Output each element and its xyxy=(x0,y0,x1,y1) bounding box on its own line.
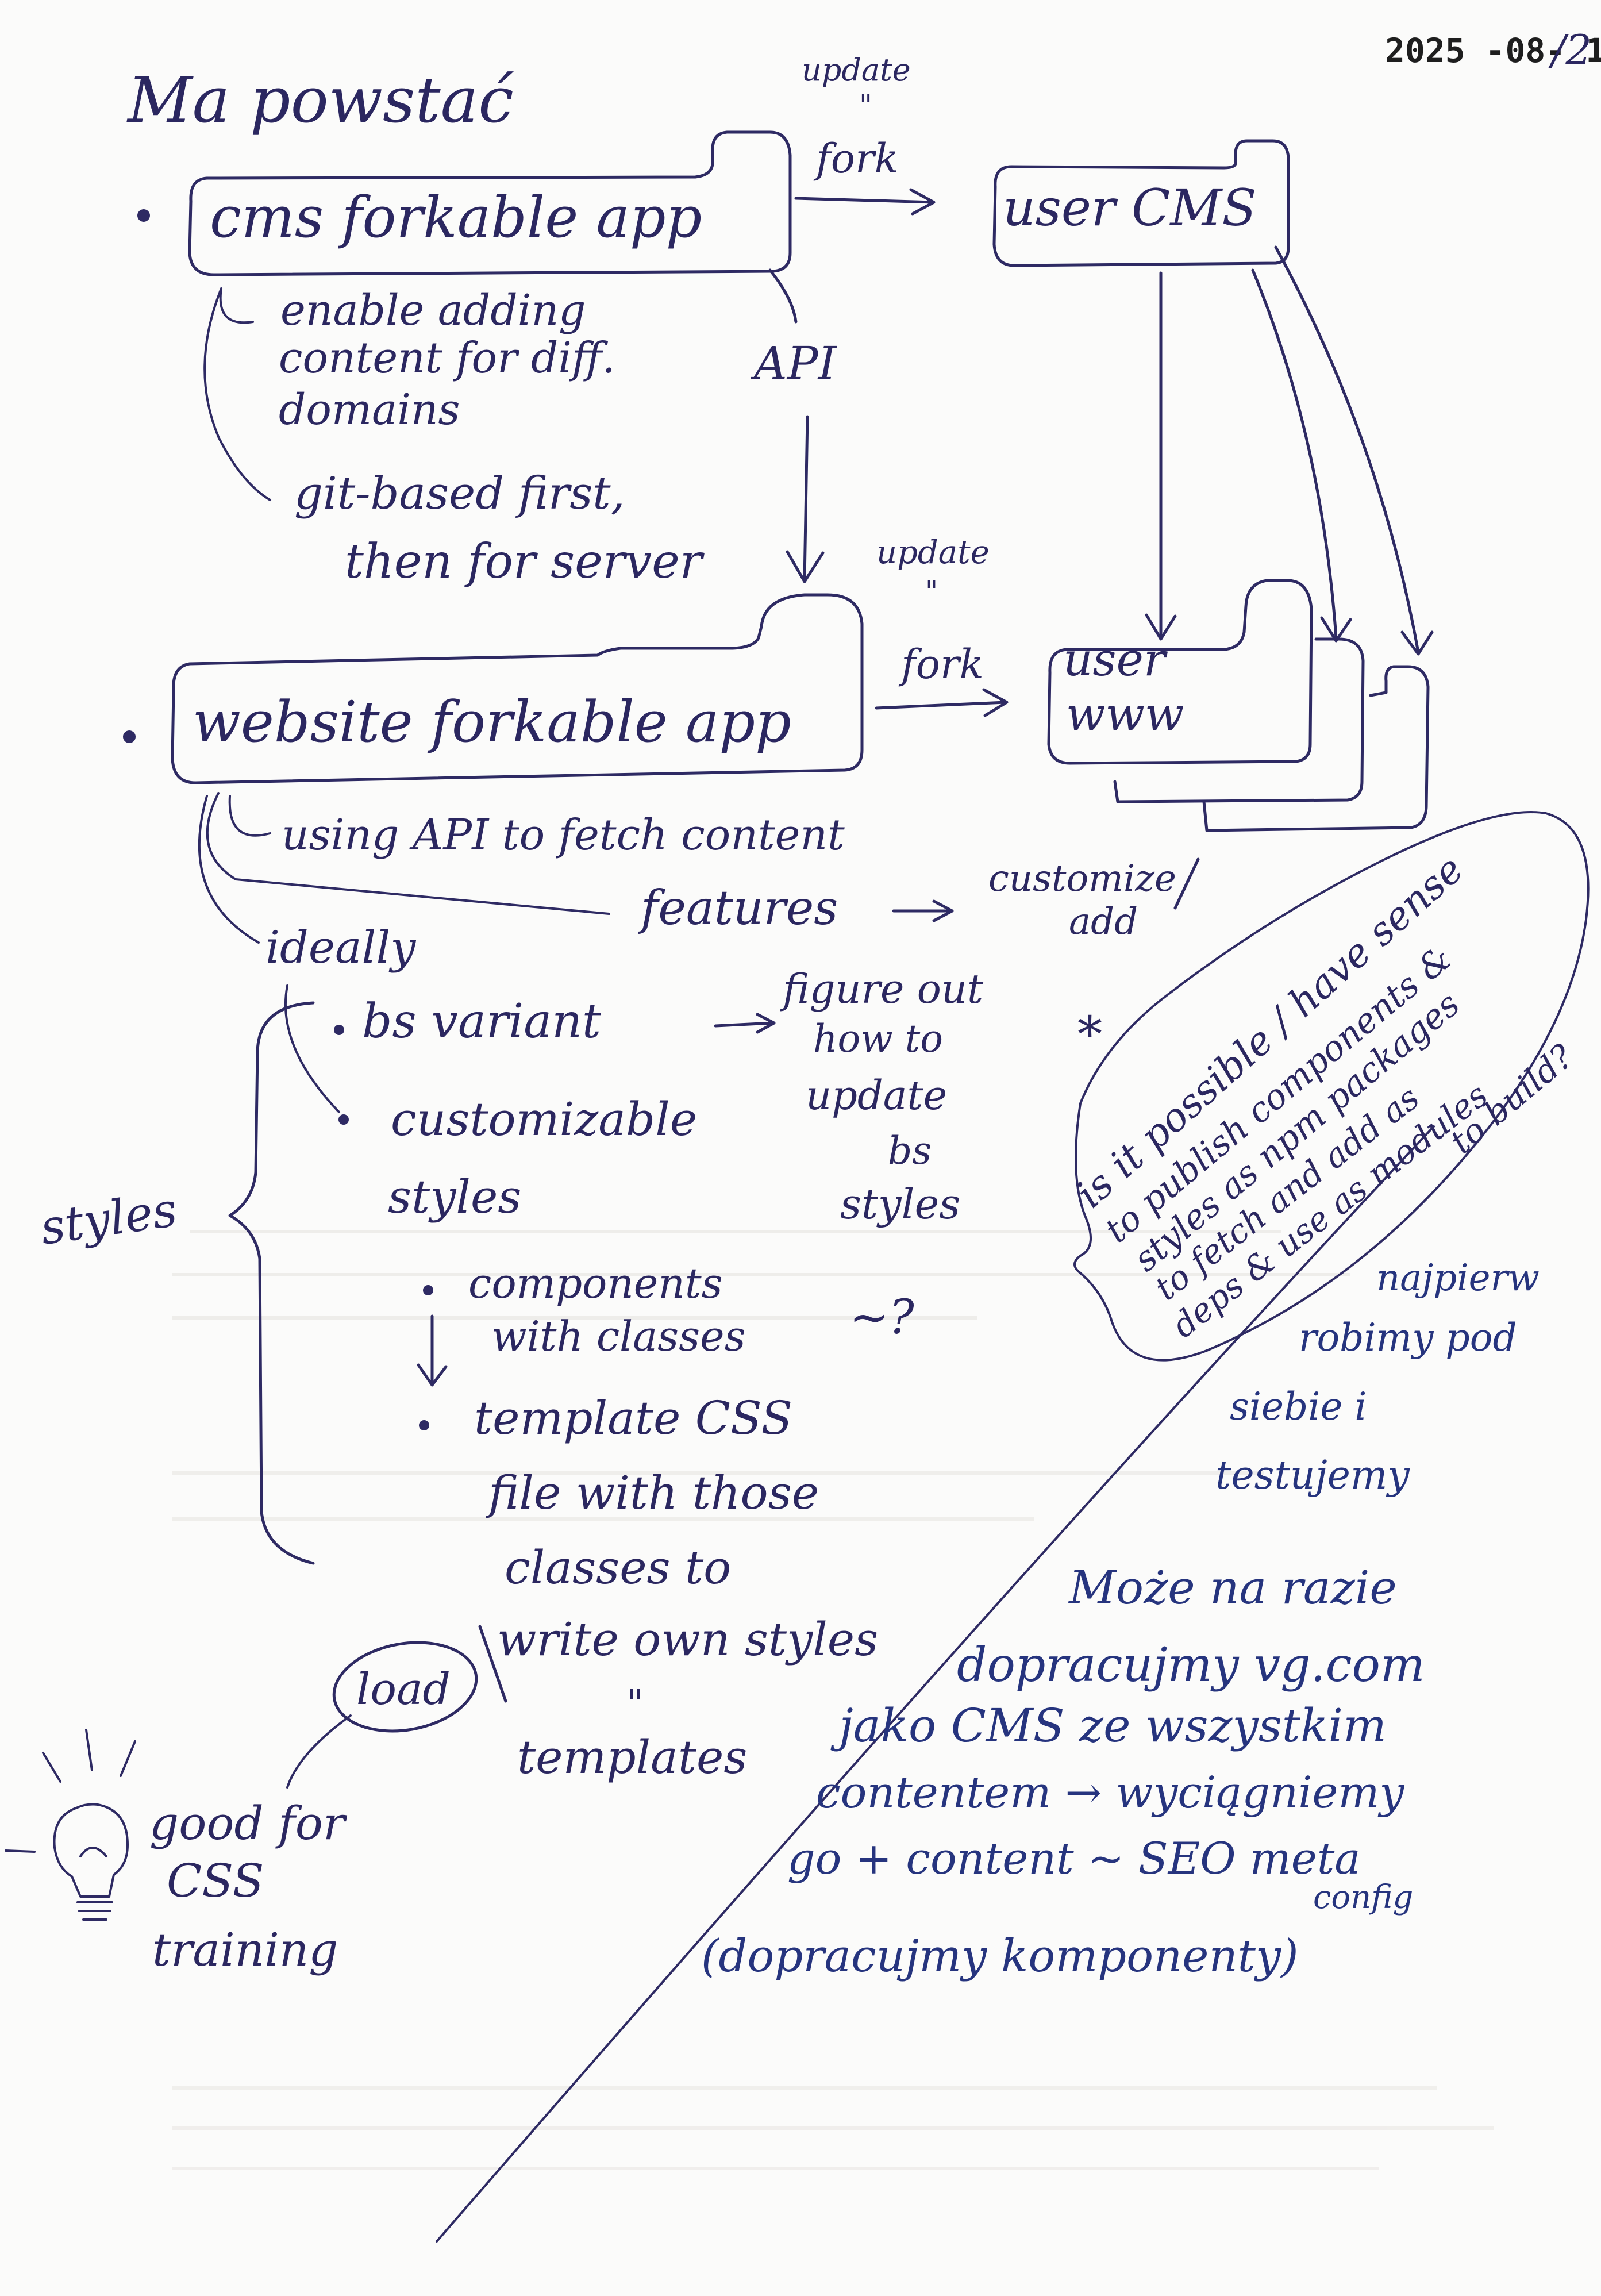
www-eq-label: " xyxy=(925,575,938,607)
user-cms-arrow-1 xyxy=(1145,271,1177,641)
cms-update-label: update xyxy=(802,52,911,88)
ideally-sub-bracket xyxy=(284,984,340,1113)
www-note-add: add xyxy=(1069,901,1138,943)
template-1: template CSS xyxy=(474,1391,792,1445)
customizable-2: styles xyxy=(388,1170,521,1224)
polish-side-3: siebie i xyxy=(1230,1384,1367,1429)
template-4: write own styles xyxy=(497,1613,878,1666)
user-cms-label: user CMS xyxy=(1003,178,1257,237)
api-label: API xyxy=(750,337,837,390)
figure-out-6: ~? xyxy=(849,1290,915,1345)
components-down-arrow xyxy=(417,1314,448,1387)
www-fork-label: fork xyxy=(898,641,984,688)
styles-brace xyxy=(228,1001,315,1565)
cms-fork-label: fork xyxy=(813,135,899,182)
bs-variant-label: bs variant xyxy=(362,994,602,1049)
styles-brace-label: styles xyxy=(37,1183,180,1256)
page-title: Ma powstać xyxy=(126,63,514,137)
figure-out-2: how to xyxy=(813,1017,943,1061)
customize-add-slash xyxy=(1173,857,1200,910)
bullet-dot xyxy=(338,1114,349,1125)
components-2: with classes xyxy=(491,1312,746,1360)
load-ellipse xyxy=(332,1641,478,1733)
cms-note-3: domains xyxy=(279,385,460,434)
polish-side-2: robimy pod xyxy=(1299,1316,1517,1360)
bs-variant-arrow xyxy=(714,1013,776,1034)
figure-out-5: styles xyxy=(840,1180,960,1228)
polish-bottom-2: dopracujmy vg.com xyxy=(957,1638,1425,1693)
cms-box-outline xyxy=(188,130,792,276)
customizable-1: customizable xyxy=(391,1093,697,1146)
good-for-1: good for xyxy=(149,1797,348,1850)
polish-bottom-7: (dopracujmy komponenty) xyxy=(701,1930,1299,1982)
cms-note-5: then for server xyxy=(345,534,705,589)
cms-note-2: content for diff. xyxy=(279,333,615,383)
polish-bottom-3: jako CMS ze wszystkim xyxy=(830,1699,1387,1752)
polish-bottom-5: go + content ~ SEO meta xyxy=(787,1833,1361,1884)
polish-bottom-1: Może na razie xyxy=(1068,1561,1397,1614)
user-cms-arrow-2 xyxy=(1251,268,1352,643)
components-1: components xyxy=(468,1259,723,1307)
user-www-box-front xyxy=(1047,579,1313,765)
www-fork-arrow xyxy=(875,688,1009,717)
figure-out-1: figure out xyxy=(780,966,984,1013)
figure-out-4: bs xyxy=(888,1129,932,1173)
www-note-customize: customize xyxy=(988,857,1176,900)
www-note-features: features xyxy=(637,881,838,936)
bullet-dot xyxy=(137,209,150,222)
polish-bottom-6: config xyxy=(1313,1879,1413,1916)
user-www-box-middle xyxy=(1113,637,1365,803)
user-cms-arrow-3 xyxy=(1274,245,1434,656)
cms-box-label: cms forkable app xyxy=(210,185,702,251)
website-notes-bracket xyxy=(198,792,610,944)
bullet-dot xyxy=(423,1285,433,1295)
api-arrow-in xyxy=(768,268,798,324)
www-update-label: update xyxy=(876,534,990,571)
bullet-dot xyxy=(419,1420,429,1430)
user-cms-box-outline xyxy=(992,139,1290,267)
user-www-box-back xyxy=(1202,665,1430,832)
user-www-label-1: user xyxy=(1063,633,1168,686)
cms-fork-arrow xyxy=(794,188,936,216)
cms-note-4: git-based first, xyxy=(294,468,625,520)
website-box-label: website forkable app xyxy=(193,690,791,755)
template-eq: " xyxy=(626,1682,643,1725)
template-2: file with those xyxy=(486,1466,819,1520)
good-for-2: CSS xyxy=(167,1854,264,1907)
load-connector xyxy=(286,1714,352,1789)
cms-notes-bracket xyxy=(203,287,271,501)
bullet-dot xyxy=(334,1025,344,1035)
features-arrow xyxy=(892,899,954,922)
www-note-api: using API to fetch content xyxy=(282,810,845,860)
user-www-label-2: www xyxy=(1066,687,1184,741)
light-bulb-icon xyxy=(5,1729,136,1921)
question-bubble-outline xyxy=(1073,811,1590,1362)
cms-eq-label: " xyxy=(859,89,872,122)
date-stamp: 2025 -08- 10 xyxy=(1385,31,1601,70)
figure-out-3: update xyxy=(806,1072,947,1119)
load-label: load xyxy=(356,1663,451,1714)
api-arrow-down xyxy=(786,415,825,583)
polish-side-4: testujemy xyxy=(1215,1453,1410,1498)
good-for-3: training xyxy=(152,1923,338,1976)
diagonal-divider xyxy=(436,1125,1435,2243)
bullet-dot xyxy=(123,730,136,743)
polish-bottom-4: contentem → wyciągniemy xyxy=(816,1767,1404,1818)
website-box-outline xyxy=(171,593,864,784)
www-note-ideally: ideally xyxy=(265,922,416,974)
cms-note-1: enable adding xyxy=(280,286,586,335)
polish-side-1: najpierw xyxy=(1376,1257,1540,1299)
page-marker: /2 xyxy=(1548,26,1592,74)
load-slash xyxy=(478,1625,507,1703)
template-3: classes to xyxy=(505,1541,731,1594)
bleed-through-text xyxy=(172,1230,1494,2170)
question-asterisk: * xyxy=(1077,1006,1102,1064)
template-5: templates xyxy=(517,1730,747,1784)
